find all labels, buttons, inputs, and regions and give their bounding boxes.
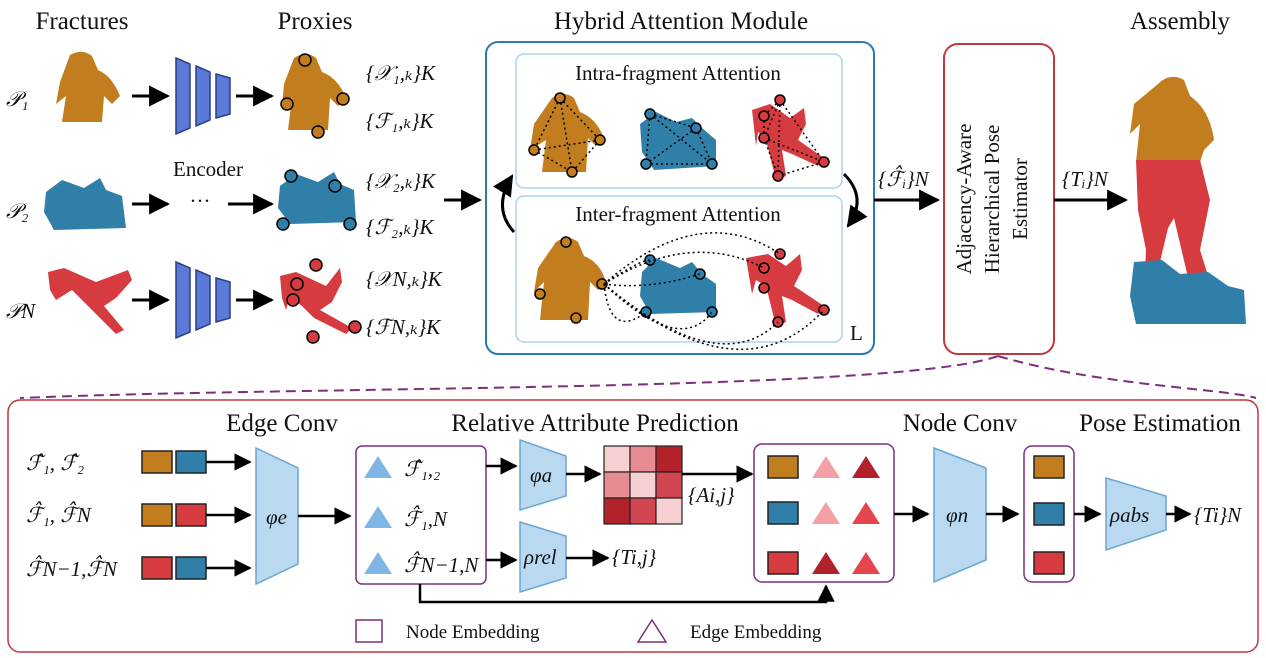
proxy-red bbox=[280, 258, 362, 344]
t-ij-label: {Ti,j} bbox=[612, 545, 657, 569]
legend-edge-label: Edge Embedding bbox=[690, 622, 822, 643]
combined-node-squares bbox=[767, 455, 799, 575]
inter-attention-box bbox=[515, 195, 843, 343]
header-assembly: Assembly bbox=[1130, 8, 1231, 35]
phi-n-label: φn bbox=[946, 503, 968, 527]
proxy-blue bbox=[276, 169, 357, 231]
header-pose-estimation: Pose Estimation bbox=[1079, 410, 1241, 437]
detail-connector-right bbox=[997, 355, 1257, 399]
rho-rel-block bbox=[519, 520, 567, 594]
phi-a-block bbox=[519, 438, 567, 512]
skip-connection bbox=[418, 584, 835, 604]
adjacency-heatmap bbox=[603, 445, 683, 525]
phi-n-block bbox=[933, 446, 987, 584]
proxy-orange bbox=[280, 53, 350, 139]
heatmap-cell bbox=[629, 445, 657, 473]
legend-node-swatch bbox=[355, 619, 383, 643]
encoder-n bbox=[175, 260, 231, 340]
heatmap-cell bbox=[603, 497, 631, 525]
header-fractures: Fractures bbox=[35, 8, 128, 35]
proxy-f-n: {ℱN,ₖ}K bbox=[366, 315, 441, 339]
a-ij-label: {Ai,j} bbox=[688, 483, 735, 507]
edge-item-2: ℱ̂₁,N bbox=[404, 505, 448, 531]
detail-panel bbox=[7, 399, 1259, 653]
encoder-label: Encoder bbox=[173, 157, 243, 181]
combined-edge-triangles bbox=[812, 456, 880, 574]
heatmap-cell bbox=[629, 497, 657, 525]
proxy-f-1: {ℱ₁,ₖ}K bbox=[366, 109, 435, 133]
proxy-x-1: {𝒳₁,ₖ}K bbox=[366, 61, 436, 85]
estimator-line-1: Adjacency-Aware bbox=[952, 124, 976, 275]
header-hybrid-attention: Hybrid Attention Module bbox=[554, 8, 808, 35]
fracture-red-legs bbox=[48, 268, 132, 334]
legend-node-label: Node Embedding bbox=[406, 622, 540, 643]
intra-attention-title: Intra-fragment Attention bbox=[575, 61, 781, 85]
estimator-line-3: Estimator bbox=[1008, 158, 1032, 240]
rho-abs-block bbox=[1105, 476, 1167, 552]
rho-rel-label: ρrel bbox=[523, 545, 557, 569]
header-relative-attribute: Relative Attribute Prediction bbox=[451, 410, 739, 437]
assembled-statue bbox=[1130, 76, 1246, 324]
heatmap-cell bbox=[603, 445, 631, 473]
proxy-f-2: {ℱ₂,ₖ}K bbox=[366, 215, 435, 239]
rho-abs-label: ρabs bbox=[1109, 503, 1149, 527]
pair-embeddings bbox=[141, 450, 207, 580]
heatmap-cell bbox=[603, 471, 631, 499]
header-proxies: Proxies bbox=[278, 8, 353, 35]
proxy-x-n: {𝒳N,ₖ}K bbox=[366, 267, 443, 291]
loop-arrow-left bbox=[493, 174, 516, 234]
encoder-1 bbox=[175, 56, 231, 136]
phi-a-label: φa bbox=[530, 463, 552, 487]
inter-orange-fragment bbox=[534, 236, 608, 324]
inter-attention-edges bbox=[603, 232, 825, 350]
node-squares bbox=[1033, 455, 1065, 575]
intra-orange-fragment bbox=[528, 92, 606, 178]
encoder-ellipsis: ··· bbox=[190, 189, 211, 213]
piece-label-2: 𝒫₂ bbox=[6, 199, 28, 223]
t-final-label: {Ti}N bbox=[1194, 503, 1242, 527]
inter-attention-title: Inter-fragment Attention bbox=[575, 202, 781, 226]
edge-triangles bbox=[364, 456, 392, 574]
phi-e-label: φe bbox=[266, 505, 287, 529]
intra-attention-box bbox=[515, 53, 843, 189]
inter-red-fragment bbox=[746, 248, 830, 328]
inter-blue-fragment bbox=[640, 254, 718, 318]
layers-label: L bbox=[850, 321, 863, 345]
intra-red-fragment bbox=[752, 94, 830, 182]
fracture-blue-base bbox=[44, 178, 126, 230]
pair-label-3: ℱ̂N−1,ℱ̂N bbox=[26, 555, 118, 581]
piece-label-1: 𝒫₁ bbox=[6, 87, 28, 111]
loop-arrow-right bbox=[842, 172, 868, 228]
header-edge-conv: Edge Conv bbox=[226, 410, 338, 437]
t-output: {Tᵢ}N bbox=[1062, 167, 1109, 191]
fracture-orange-torso bbox=[56, 51, 120, 122]
heatmap-cell bbox=[629, 471, 657, 499]
intra-blue-fragment bbox=[640, 108, 718, 170]
proxy-x-2: {𝒳₂,ₖ}K bbox=[366, 169, 436, 193]
heatmap-cell bbox=[655, 497, 683, 525]
edge-item-1: ℱ̂₁,₂ bbox=[404, 457, 440, 481]
piece-label-n: 𝒫N bbox=[6, 299, 36, 323]
header-node-conv: Node Conv bbox=[903, 410, 1018, 437]
edge-item-3: ℱ̂N−1,N bbox=[404, 551, 479, 577]
estimator-line-2: Hierarchical Pose bbox=[980, 125, 1004, 274]
detail-connector-left bbox=[19, 355, 999, 399]
pair-label-1: ℱ̂₁, ℱ̂₂ bbox=[26, 451, 84, 475]
f-hat-output: {ℱ̂ᵢ}N bbox=[878, 165, 930, 191]
pair-label-2: ℱ̂₁, ℱ̂N bbox=[26, 501, 92, 527]
phi-e-block bbox=[255, 446, 299, 586]
legend-edge-swatch bbox=[636, 618, 668, 643]
hybrid-attention-box bbox=[485, 41, 875, 355]
heatmap-cell bbox=[655, 471, 683, 499]
heatmap-cell bbox=[655, 445, 683, 473]
